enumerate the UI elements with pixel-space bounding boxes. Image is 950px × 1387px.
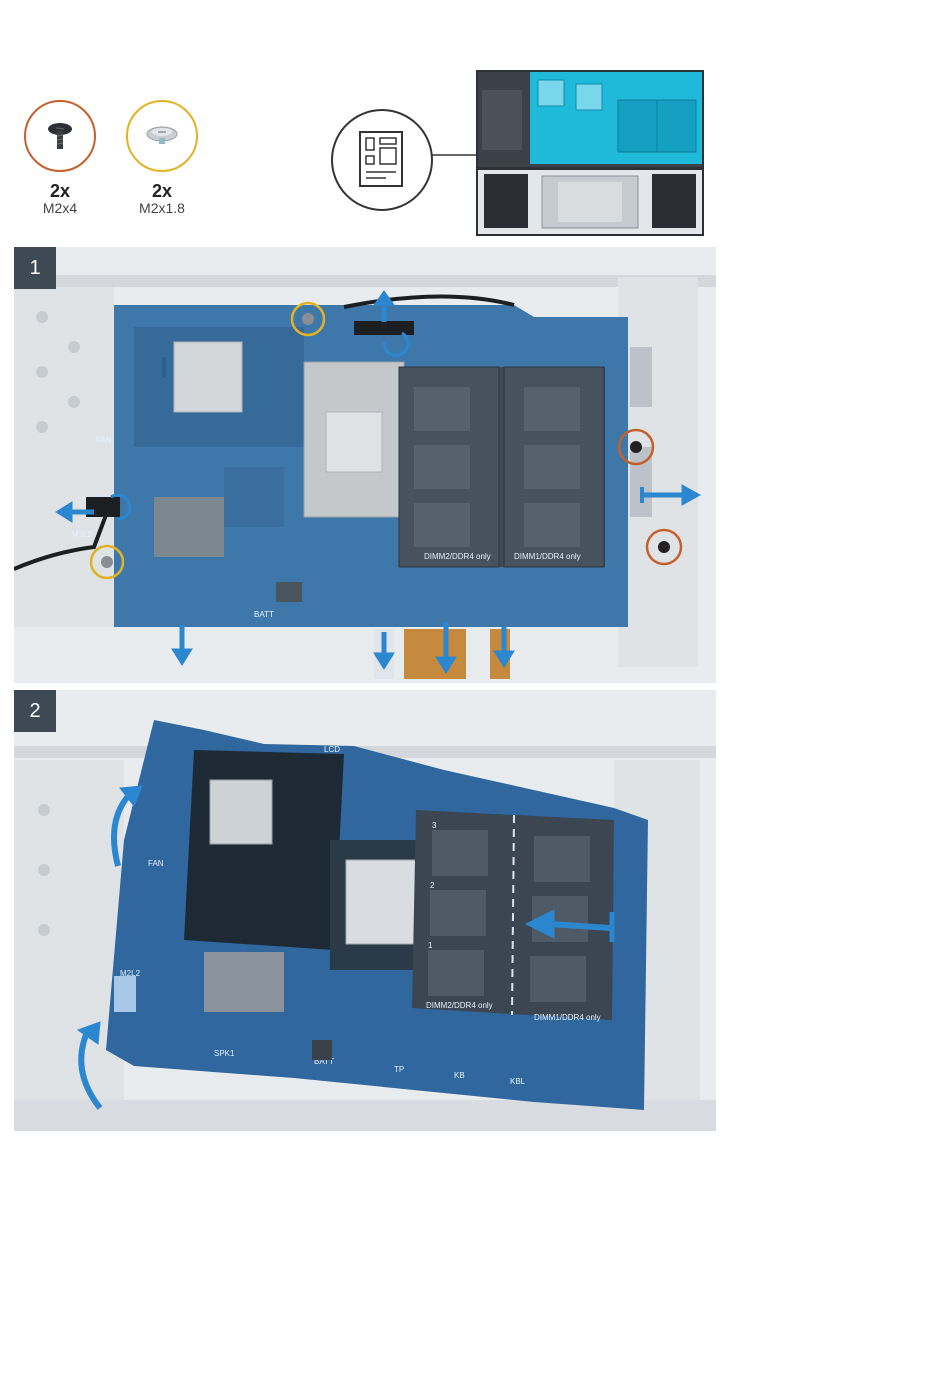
slot-3-label: 3 [432, 821, 437, 830]
fan-label: FAN [148, 859, 164, 868]
system-board-icon [330, 108, 434, 212]
tp-label: TP [394, 1065, 404, 1074]
m2-label: M2L2 [120, 969, 141, 978]
step-number: 2 [14, 690, 56, 732]
kb-label: KB [454, 1071, 465, 1080]
slot-1-label: 1 [428, 941, 433, 950]
silver-screw-icon [126, 100, 198, 172]
step-2-panel: 2 3 2 1 DIMM2/DDR4 only DIMM1/DDR4 only … [14, 690, 716, 1131]
kbl-label: KBL [510, 1077, 526, 1086]
step-2-illustration: 3 2 1 DIMM2/DDR4 only DIMM1/DDR4 only LC… [14, 690, 716, 1131]
slot-2-label: 2 [430, 881, 435, 890]
black-screw-icon [24, 100, 96, 172]
fan-label: FAN [96, 436, 112, 445]
screw-m2x4: 2x M2x4 [20, 100, 100, 216]
dimm2-label: DIMM2/DDR4 only [424, 552, 491, 561]
dimm1-label: DIMM1/DDR4 only [534, 1013, 601, 1022]
batt-label: BATT [254, 610, 274, 619]
m2-label: M2L2 [72, 530, 93, 539]
dimm1-label: DIMM1/DDR4 only [514, 552, 581, 561]
step-number: 1 [14, 247, 56, 289]
screw-qty: 2x [20, 182, 100, 200]
step-1-panel: 1 DIMM2/DDR4 only DIMM1/DDR4 only FAN M2… [14, 247, 716, 683]
overview-thumbnail [476, 70, 704, 236]
spk-label: SPK1 [214, 1049, 235, 1058]
screw-qty: 2x [122, 182, 202, 200]
lcd-label: LCD [324, 745, 340, 754]
step-1-illustration: DIMM2/DDR4 only DIMM1/DDR4 only FAN M2L2… [14, 247, 716, 683]
screw-size: M2x1.8 [122, 200, 202, 216]
dimm2-label: DIMM2/DDR4 only [426, 1001, 493, 1010]
screw-legend: 2x M2x4 2x M2x1.8 [20, 100, 220, 230]
screw-m2x1-8: 2x M2x1.8 [122, 100, 202, 216]
screw-size: M2x4 [20, 200, 100, 216]
